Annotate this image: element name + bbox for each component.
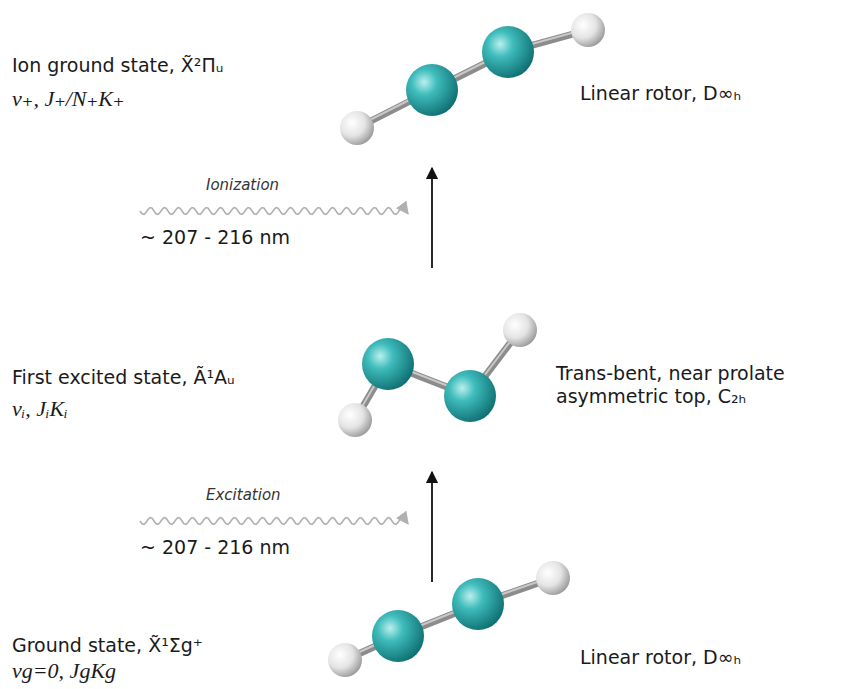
quantum-numbers: vg=0, JgKg [12, 658, 116, 684]
transition-arrow [431, 472, 433, 582]
quantum-numbers: vᵢ, JᵢKᵢ [12, 396, 68, 422]
wavelength-label: ~ 207 - 216 nm [140, 226, 290, 249]
hydrogen-atom [338, 403, 372, 437]
photon-arrow [140, 208, 408, 215]
hydrogen-atom [503, 313, 537, 347]
ion-molecule [340, 13, 605, 145]
symmetry-label: Linear rotor, D∞ₕ [580, 646, 741, 669]
transition-arrow [431, 168, 433, 268]
hydrogen-atom [328, 643, 362, 677]
photon-arrow [140, 518, 408, 525]
symmetry-label: Trans-bent, near prolate asymmetric top,… [556, 362, 826, 408]
process-label: Excitation [206, 486, 281, 504]
hydrogen-atom [536, 561, 570, 595]
symmetry-label: Linear rotor, D∞ₕ [580, 82, 741, 105]
carbon-atom [362, 338, 414, 390]
hydrogen-atom [340, 111, 374, 145]
carbon-atom [482, 26, 534, 78]
ground-molecule [328, 561, 570, 677]
state-label: Ground state, X̃¹Σg⁺ [12, 634, 203, 657]
state-label: Ion ground state, X̃²Πᵤ [12, 54, 223, 77]
state-label: First excited state, Ã¹Aᵤ [12, 366, 235, 389]
carbon-atom [452, 578, 504, 630]
carbon-atom [444, 370, 496, 422]
hydrogen-atom [571, 13, 605, 47]
wavelength-label: ~ 207 - 216 nm [140, 536, 290, 559]
quantum-numbers: v₊, J₊/N₊K₊ [12, 86, 124, 112]
excited-molecule [338, 313, 537, 437]
carbon-atom [406, 64, 458, 116]
carbon-atom [372, 610, 424, 662]
process-label: Ionization [206, 176, 279, 194]
